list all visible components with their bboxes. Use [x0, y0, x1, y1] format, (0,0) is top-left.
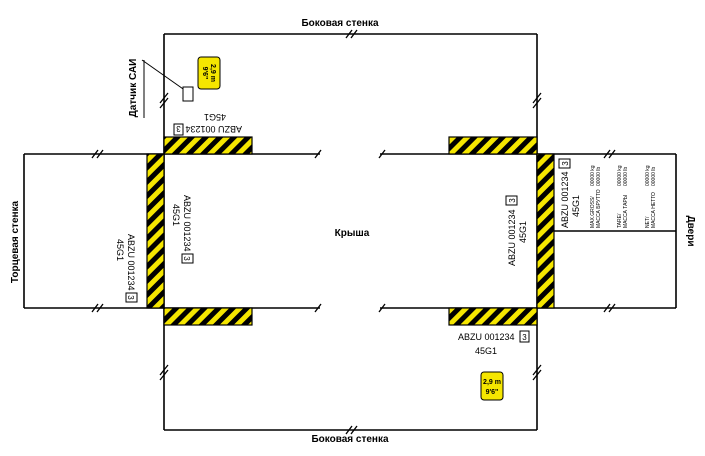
- marking-top-code: ABZU 001234: [185, 124, 242, 134]
- plate-col3-b: МАССА НЕТТО: [651, 192, 657, 228]
- end-wall-label: Торцевая стенка: [10, 200, 21, 283]
- marking-top-side: ABZU 001234 3 45G1: [173, 112, 242, 136]
- side-wall-bottom-label: Боковая стенка: [311, 434, 389, 445]
- marking-end-wall: ABZU 001234 3 45G1: [115, 234, 138, 303]
- marking-roof-right-type: 45G1: [518, 221, 528, 243]
- marking-roof-right-check: 3: [508, 198, 517, 203]
- marking-end-type: 45G1: [115, 239, 125, 261]
- height-badge-top-line2: 9'6": [201, 67, 208, 80]
- marking-roof-left: ABZU 001234 3 45G1: [171, 195, 194, 264]
- marking-end-check: 3: [126, 295, 135, 300]
- height-badge-top: 2,9 m 9'6": [197, 56, 221, 90]
- doors-label: Двери: [685, 216, 696, 247]
- sensor-label: Датчик САИ: [128, 59, 139, 118]
- height-badge-bottom-line1: 2,9 m: [483, 379, 501, 386]
- break-marks: [91, 29, 616, 435]
- plate-col3-val-a: 00000 kg: [645, 165, 651, 186]
- stripe-right-vertical: [536, 153, 555, 309]
- side-wall-top-label: Боковая стенка: [301, 18, 379, 29]
- marking-door-type: 45G1: [571, 195, 581, 217]
- height-badge-bottom: 2,9 m 9'6": [480, 371, 504, 401]
- plate-col2-b: МАССА ТАРЫ: [623, 194, 629, 228]
- plate-col3-a: NET/: [645, 216, 651, 228]
- marking-top-type: 45G1: [204, 112, 226, 122]
- plate-col3-val-b: 00000 lb: [651, 167, 657, 186]
- marking-end-code: ABZU 001234: [126, 234, 136, 291]
- plate-col2-a: TARE/: [617, 213, 623, 228]
- marking-door: ABZU 001234 3 45G1: [558, 158, 581, 228]
- marking-roof-left-check: 3: [182, 256, 191, 261]
- height-badge-top-line1: 2,9 m: [209, 64, 216, 82]
- stripe-left-vertical: [146, 153, 165, 309]
- stripe-bottom-right: [448, 307, 538, 326]
- plate-col1-val-b: 00000 lb: [596, 167, 602, 186]
- marking-roof-right: ABZU 001234 3 45G1: [505, 195, 528, 266]
- door-weight-plate: MAX.GROSS/ МАССА БРУТТО 00000 kg 00000 l…: [590, 165, 657, 228]
- marking-door-check: 3: [561, 161, 570, 166]
- marking-roof-right-code: ABZU 001234: [507, 209, 517, 266]
- plate-col1-val-a: 00000 kg: [590, 165, 596, 186]
- stripe-bottom-left: [163, 307, 253, 326]
- marking-roof-left-code: ABZU 001234: [182, 195, 192, 252]
- marking-top-check: 3: [176, 124, 181, 133]
- plate-col1-a: MAX.GROSS/: [590, 196, 596, 228]
- sensor-marker: [141, 59, 194, 118]
- height-badge-bottom-line2: 9'6": [486, 389, 499, 396]
- plate-col1-b: МАССА БРУТТО: [596, 189, 602, 228]
- stripe-top-right: [448, 136, 538, 155]
- marking-bottom-check: 3: [522, 333, 527, 342]
- marking-bottom-side: ABZU 001234 3 45G1: [458, 330, 530, 356]
- marking-door-code: ABZU 001234: [560, 171, 570, 228]
- marking-bottom-code: ABZU 001234: [458, 332, 515, 342]
- marking-roof-left-type: 45G1: [171, 204, 181, 226]
- plate-col2-val-a: 00000 kg: [617, 165, 623, 186]
- plate-col2-val-b: 00000 lb: [623, 167, 629, 186]
- marking-bottom-type: 45G1: [475, 346, 497, 356]
- stripe-top-left: [163, 136, 253, 155]
- hazard-stripes: [146, 136, 555, 326]
- roof-label: Крыша: [335, 228, 370, 239]
